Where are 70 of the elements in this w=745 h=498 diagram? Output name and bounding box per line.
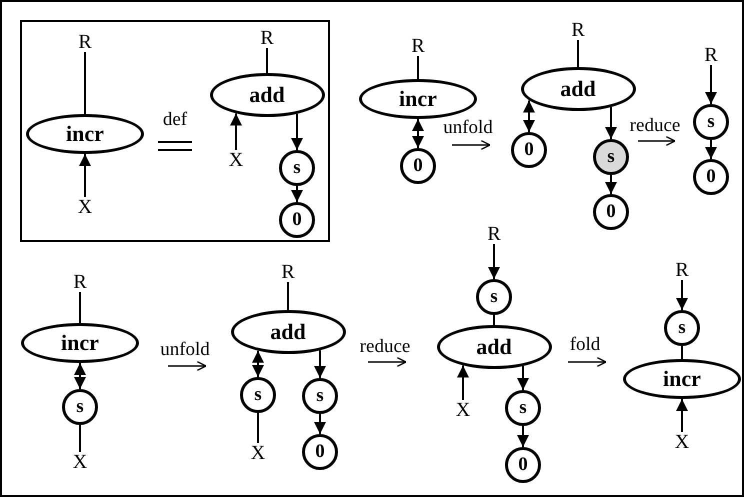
connector: [287, 282, 289, 310]
connector: [705, 140, 717, 159]
agent-circle: s: [593, 139, 629, 175]
agent-circle: s: [693, 104, 729, 140]
connector: [79, 425, 81, 452]
connector: [412, 119, 424, 148]
agent-circle: 0: [279, 202, 315, 238]
connector: [314, 414, 326, 434]
agent-ellipse: incr: [26, 114, 144, 154]
agent-ellipse: incr: [359, 79, 477, 119]
connector: [79, 154, 91, 197]
port-label: R: [77, 32, 93, 52]
agent-circle: 0: [302, 434, 338, 470]
connector: [488, 244, 500, 279]
port-label: R: [486, 224, 502, 244]
connector: [79, 292, 81, 323]
port-label: R: [259, 28, 275, 48]
agent-ellipse: incr: [21, 323, 139, 363]
port-label: R: [570, 20, 586, 40]
agent-circle: s: [240, 377, 276, 413]
connector: [291, 186, 303, 202]
rule-label: reduce: [360, 337, 410, 357]
rule-label: unfold: [160, 340, 210, 360]
agent-ellipse: incr: [623, 359, 741, 399]
port-label: R: [280, 262, 296, 282]
connector: [74, 363, 86, 389]
connector: [681, 346, 683, 359]
agent-ellipse: add: [520, 67, 636, 111]
agent-circle: s: [279, 150, 315, 186]
connector: [417, 56, 419, 79]
agent-ellipse: add: [230, 310, 346, 354]
connector: [705, 65, 717, 104]
port-label: X: [77, 197, 93, 217]
agent-circle: s: [476, 279, 512, 315]
port-label: R: [703, 45, 719, 65]
agent-circle: 0: [511, 132, 547, 168]
port-label: R: [674, 260, 690, 280]
agent-circle: 0: [505, 447, 541, 483]
agent-ellipse: add: [210, 73, 324, 117]
connector: [605, 175, 617, 194]
port-label: X: [250, 443, 266, 463]
rule-label: unfold: [443, 118, 493, 138]
port-label: R: [410, 36, 426, 56]
connector: [266, 48, 268, 73]
agent-circle: s: [664, 310, 700, 346]
connector: [493, 315, 495, 325]
connector: [517, 426, 529, 447]
connector: [577, 40, 579, 67]
port-label: X: [674, 432, 690, 452]
rule-label: def: [162, 110, 188, 130]
connector: [676, 280, 688, 310]
port-label: X: [72, 452, 88, 472]
agent-ellipse: add: [436, 325, 552, 369]
agent-circle: 0: [693, 159, 729, 195]
agent-circle: s: [302, 378, 338, 414]
agent-circle: s: [62, 389, 98, 425]
connector: [257, 413, 259, 443]
port-label: X: [228, 150, 244, 170]
connector: [84, 52, 86, 114]
rule-label: fold: [570, 335, 600, 355]
rule-label: reduce: [630, 116, 680, 136]
definition-frame: [20, 20, 330, 242]
connector: [523, 100, 535, 132]
agent-circle: 0: [400, 148, 436, 184]
port-label: R: [72, 272, 88, 292]
agent-circle: s: [505, 390, 541, 426]
connector: [517, 366, 529, 390]
agent-circle: 0: [593, 194, 629, 230]
connector: [676, 399, 688, 432]
port-label: X: [455, 400, 471, 420]
